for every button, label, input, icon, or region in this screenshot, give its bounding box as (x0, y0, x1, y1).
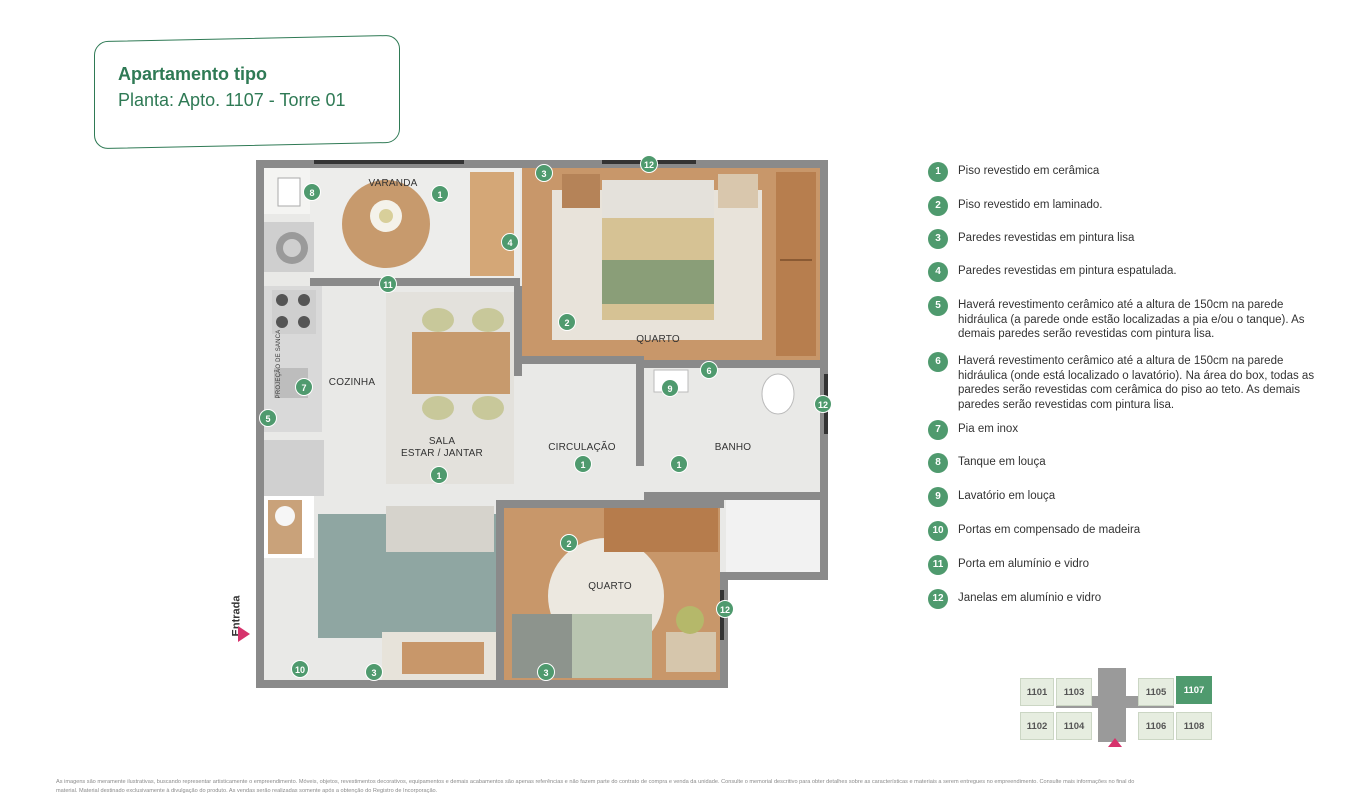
varanda-wood-panel (470, 172, 514, 276)
disclaimer: As imagens são meramente ilustrativas, b… (56, 779, 1135, 794)
legend-number: 7 (928, 420, 948, 440)
plan-badge: 1 (670, 455, 688, 473)
room-label-quarto2: QUARTO (588, 581, 632, 592)
room-label-quarto1: QUARTO (636, 334, 680, 345)
plan-badge: 3 (537, 663, 555, 681)
room-label-banho: BANHO (714, 442, 752, 453)
legend-text: Paredes revestidas em pintura espatulada… (958, 265, 1177, 277)
floor-plan-drawing (256, 160, 828, 688)
key-plan-entrance-arrow-icon (1108, 738, 1122, 747)
dining-table (412, 332, 510, 394)
legend-text: Janelas em alumínio e vidro (958, 592, 1102, 604)
plan-badge: 6 (700, 361, 718, 379)
legend-number: 4 (928, 262, 948, 282)
legend-number: 6 (928, 352, 948, 372)
room-label-circulacao: CIRCULAÇÃO (548, 442, 616, 453)
unit-1102: 1102 (1020, 712, 1054, 740)
key-plan: 1101 1103 1105 1107 1102 1104 1106 1108 (1018, 668, 1218, 748)
legend-text: Tanque em louça (958, 456, 1046, 468)
legend-number: 10 (928, 521, 948, 541)
plan-badge: 12 (814, 395, 832, 413)
legend-number: 12 (928, 589, 948, 609)
tv-rack (402, 642, 484, 674)
plan-badge: 1 (574, 455, 592, 473)
exterior-notch (726, 578, 828, 688)
plan-badge: 11 (379, 275, 397, 293)
unit-1105: 1105 (1138, 678, 1174, 706)
room-label-varanda: VARANDA (368, 178, 418, 189)
legend-text: Paredes revestidas em pintura lisa (958, 232, 1135, 244)
unit-1108: 1108 (1176, 712, 1212, 740)
plan-badge: 5 (259, 409, 277, 427)
wardrobe2 (604, 508, 718, 552)
plan-badge: 9 (661, 379, 679, 397)
plan-badge: 7 (295, 378, 313, 396)
room-label-cozinha: COZINHA (328, 377, 376, 388)
legend-number: 11 (928, 555, 948, 575)
legend-text: Haverá revestimento cerâmico até a altur… (958, 299, 1305, 340)
unit-1107-active: 1107 (1176, 676, 1212, 704)
plan-badge: 3 (535, 164, 553, 182)
legend-text: Haverá revestimento cerâmico até a altur… (958, 355, 1315, 411)
legend-number: 3 (928, 229, 948, 249)
legend-text: Piso revestido em cerâmica (958, 165, 1100, 177)
entrance-arrow-icon (238, 626, 250, 642)
unit-1106: 1106 (1138, 712, 1174, 740)
page-title: Apartamento tipo (118, 64, 268, 84)
legend-number: 9 (928, 487, 948, 507)
legend-text: Portas em compensado de madeira (958, 524, 1141, 536)
wall-bath-left (636, 356, 644, 466)
plan-badge: 1 (430, 466, 448, 484)
floor-plan: VARANDA QUARTO COZINHA SALA ESTAR / JANT… (256, 155, 832, 688)
unit-1104: 1104 (1056, 712, 1092, 740)
shower-box (726, 500, 820, 572)
plan-badge: 4 (501, 233, 519, 251)
legend-number: 8 (928, 453, 948, 473)
unit-1103: 1103 (1056, 678, 1092, 706)
sofa (386, 506, 494, 552)
plan-badge: 12 (640, 155, 658, 173)
room-label-projecao: PROJEÇÃO DE SANCA (276, 329, 282, 399)
legend-text: Piso revestido em laminado. (958, 199, 1103, 211)
legend-text: Pia em inox (958, 423, 1019, 435)
plan-badge: 8 (303, 183, 321, 201)
plan-badge: 12 (716, 600, 734, 618)
legend-number: 5 (928, 296, 948, 316)
plan-badge: 1 (431, 185, 449, 203)
room-label-sala: SALA ESTAR / JANTAR (401, 436, 483, 459)
plan-badge: 10 (291, 660, 309, 678)
legend-text: Lavatório em louça (958, 490, 1056, 502)
legend-text: Porta em alumínio e vidro (958, 558, 1090, 570)
plan-badge: 2 (558, 313, 576, 331)
page-subtitle: Planta: Apto. 1107 - Torre 01 (118, 90, 346, 110)
legend-number: 2 (928, 196, 948, 216)
toilet (761, 373, 795, 415)
plan-badge: 3 (365, 663, 383, 681)
bed1 (602, 218, 714, 268)
wardrobe1 (776, 172, 816, 356)
plan-badge: 2 (560, 534, 578, 552)
legend-number: 1 (928, 162, 948, 182)
unit-1101: 1101 (1020, 678, 1054, 706)
